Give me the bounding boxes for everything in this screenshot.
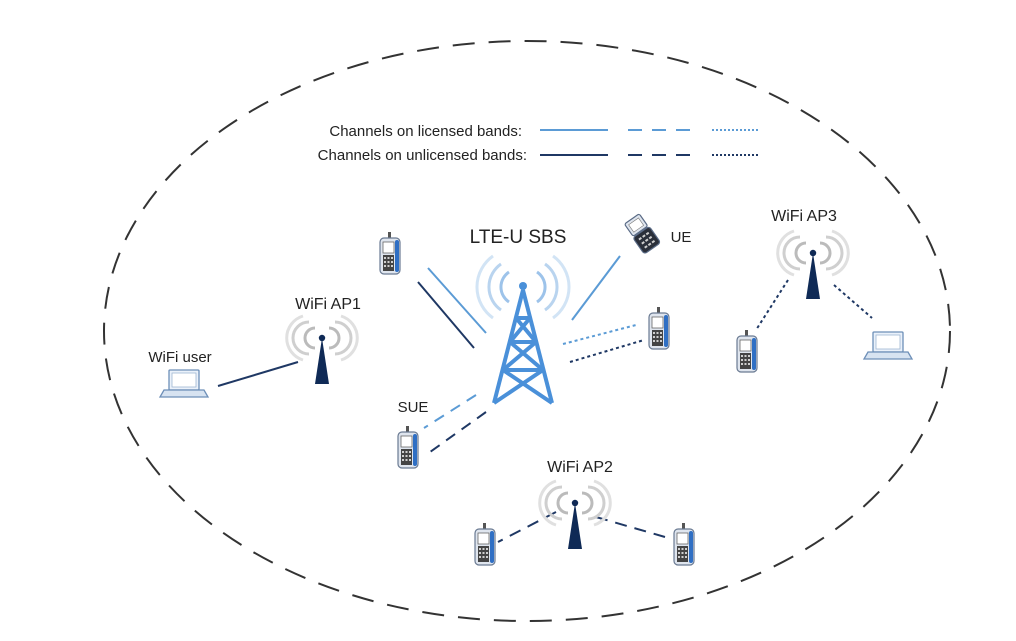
phone-top-left-icon [379, 231, 401, 275]
wifi-ap1-label: WiFi AP1 [295, 296, 361, 313]
wifi-user-label: WiFi user [148, 349, 211, 366]
sue-phone-icon [397, 425, 419, 469]
sbs-label: LTE-U SBS [470, 227, 567, 248]
link-ap2-phone-right [595, 516, 666, 538]
lte-u-sbs-tower-icon [475, 254, 571, 405]
wifi-ap2-label: WiFi AP2 [547, 459, 613, 476]
link-phone-sbs-licensed-dotted [562, 324, 637, 345]
legend: Channels on licensed bands: Channels on … [318, 123, 758, 164]
ap2-phone-right-icon [673, 522, 695, 566]
ap3-laptop-icon [863, 331, 913, 360]
phone-right-of-sbs-icon [648, 306, 670, 350]
wifi-user-laptop-icon [159, 369, 209, 398]
coverage-boundary [103, 40, 951, 622]
ap2-phone-left-icon [474, 522, 496, 566]
wifi-ap3-label: WiFi AP3 [771, 208, 837, 225]
sue-label: SUE [398, 399, 429, 416]
ap3-phone-icon [736, 329, 758, 373]
link-ue-sbs-licensed [571, 255, 621, 321]
wifi-ap2-icon [538, 479, 612, 551]
link-ap3-phone [755, 279, 789, 331]
wifi-ap1-icon [285, 314, 359, 386]
link-phone-sbs-unlicensed-dotted [569, 339, 645, 363]
link-ap3-laptop [833, 284, 873, 319]
ue-label: UE [671, 229, 692, 246]
wifi-ap3-icon [776, 229, 850, 301]
link-ap2-phone-left [497, 511, 557, 543]
legend-licensed-label: Channels on licensed bands: [329, 123, 522, 140]
ue-flip-phone-icon [624, 213, 661, 254]
link-phone-sbs-unlicensed [417, 281, 475, 349]
legend-unlicensed-label: Channels on unlicensed bands: [318, 147, 527, 164]
link-sue-sbs-unlicensed-dashed [429, 411, 487, 453]
link-ap1-wifi-user [217, 361, 299, 387]
link-sue-sbs-licensed-dashed [423, 394, 477, 429]
link-phone-sbs-licensed [427, 267, 487, 334]
